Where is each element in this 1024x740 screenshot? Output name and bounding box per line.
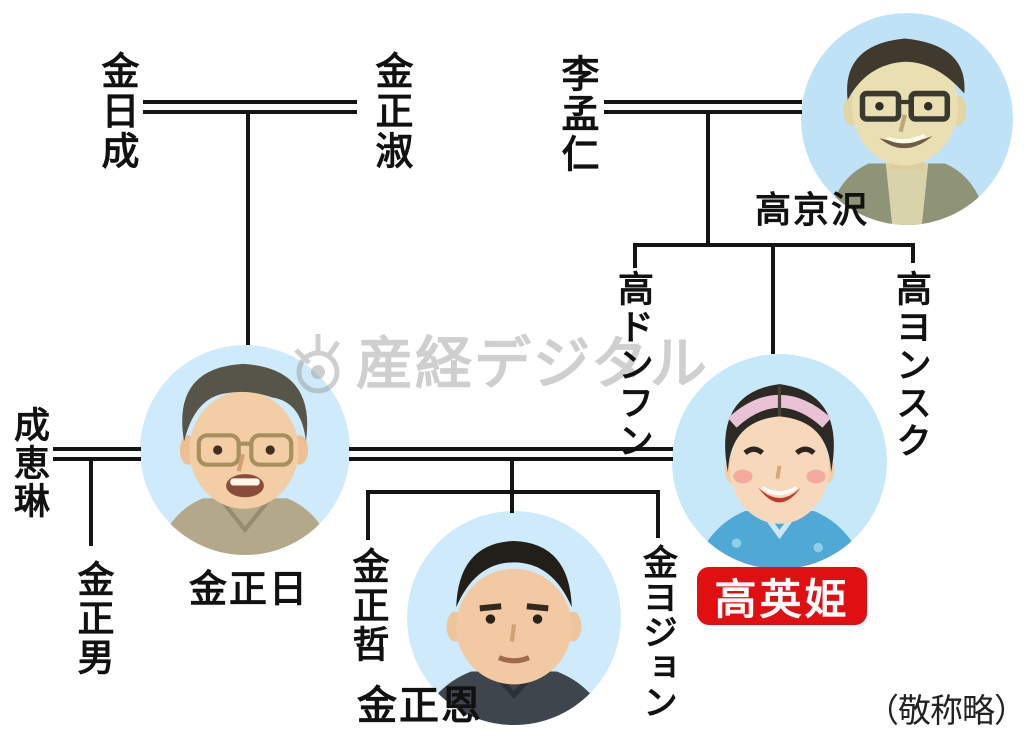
- label-kim-il-sung: 金日成: [95, 51, 137, 171]
- label-kim-yo-jong: 金ヨジョン: [638, 544, 677, 719]
- label-ko-yong-suk: 高ヨンスク: [891, 270, 932, 460]
- descent-line-to-kim-jong-nam: [89, 461, 93, 546]
- branch-line-ko-yong-hui: [771, 247, 775, 354]
- marriage-line-kimjongil-koyonghui-bottom: [349, 457, 673, 461]
- credit-note: （敬称略）: [866, 694, 1024, 730]
- marriage-line-songhyerim-kimjongil-top: [53, 447, 141, 451]
- branch-line-kim-jong-chol: [366, 494, 370, 540]
- label-ko-kyong-taek: 高京沢: [755, 189, 870, 230]
- kim-jong-un-portrait: [407, 511, 621, 725]
- sibling-line-ko-children: [633, 243, 915, 247]
- label-song-hye-rim: 成恵琳: [9, 406, 50, 520]
- branch-line-ko-yong-suk: [911, 247, 915, 263]
- highlighted-badge-ko-yong-hui: 高英姫: [697, 567, 867, 625]
- label-kim-jong-suk: 金正淑: [369, 51, 411, 171]
- label-kim-jong-chol: 金正哲: [347, 547, 388, 664]
- marriage-line-kimilsung-kimjongsuk-bottom: [143, 110, 357, 114]
- label-ri-mong-in: 李孟仁: [555, 54, 597, 174]
- branch-line-ko-dong-hun: [633, 247, 637, 268]
- descent-line-to-kim-jong-il: [246, 114, 250, 345]
- branch-line-kim-yo-jong: [656, 494, 660, 538]
- watermark-text: 産経デジタル: [356, 331, 709, 396]
- marriage-line-kimilsung-kimjongsuk-top: [143, 100, 357, 104]
- marriage-line-rimongin-kokyongtaek-bottom: [604, 110, 802, 114]
- descent-line-ko-family: [706, 114, 710, 243]
- ko-yong-hui-portrait: [672, 354, 887, 569]
- marriage-line-songhyerim-kimjongil-bottom: [53, 457, 141, 461]
- label-ko-dong-hun: 高ドンフン: [613, 270, 654, 460]
- ko-kyong-taek-portrait: [801, 13, 1013, 225]
- marriage-line-rimongin-kokyongtaek-top: [604, 100, 802, 104]
- sibling-line-kim-children: [366, 490, 660, 494]
- label-kim-jong-un: 金正恩: [357, 684, 483, 728]
- label-kim-jong-nam: 金正男: [72, 560, 113, 677]
- marriage-line-kimjongil-koyonghui-top: [349, 447, 673, 451]
- descent-line-to-kim-jong-un: [510, 461, 514, 513]
- label-kim-jong-il: 金正日: [189, 569, 310, 611]
- kim-jong-il-portrait: [140, 345, 350, 555]
